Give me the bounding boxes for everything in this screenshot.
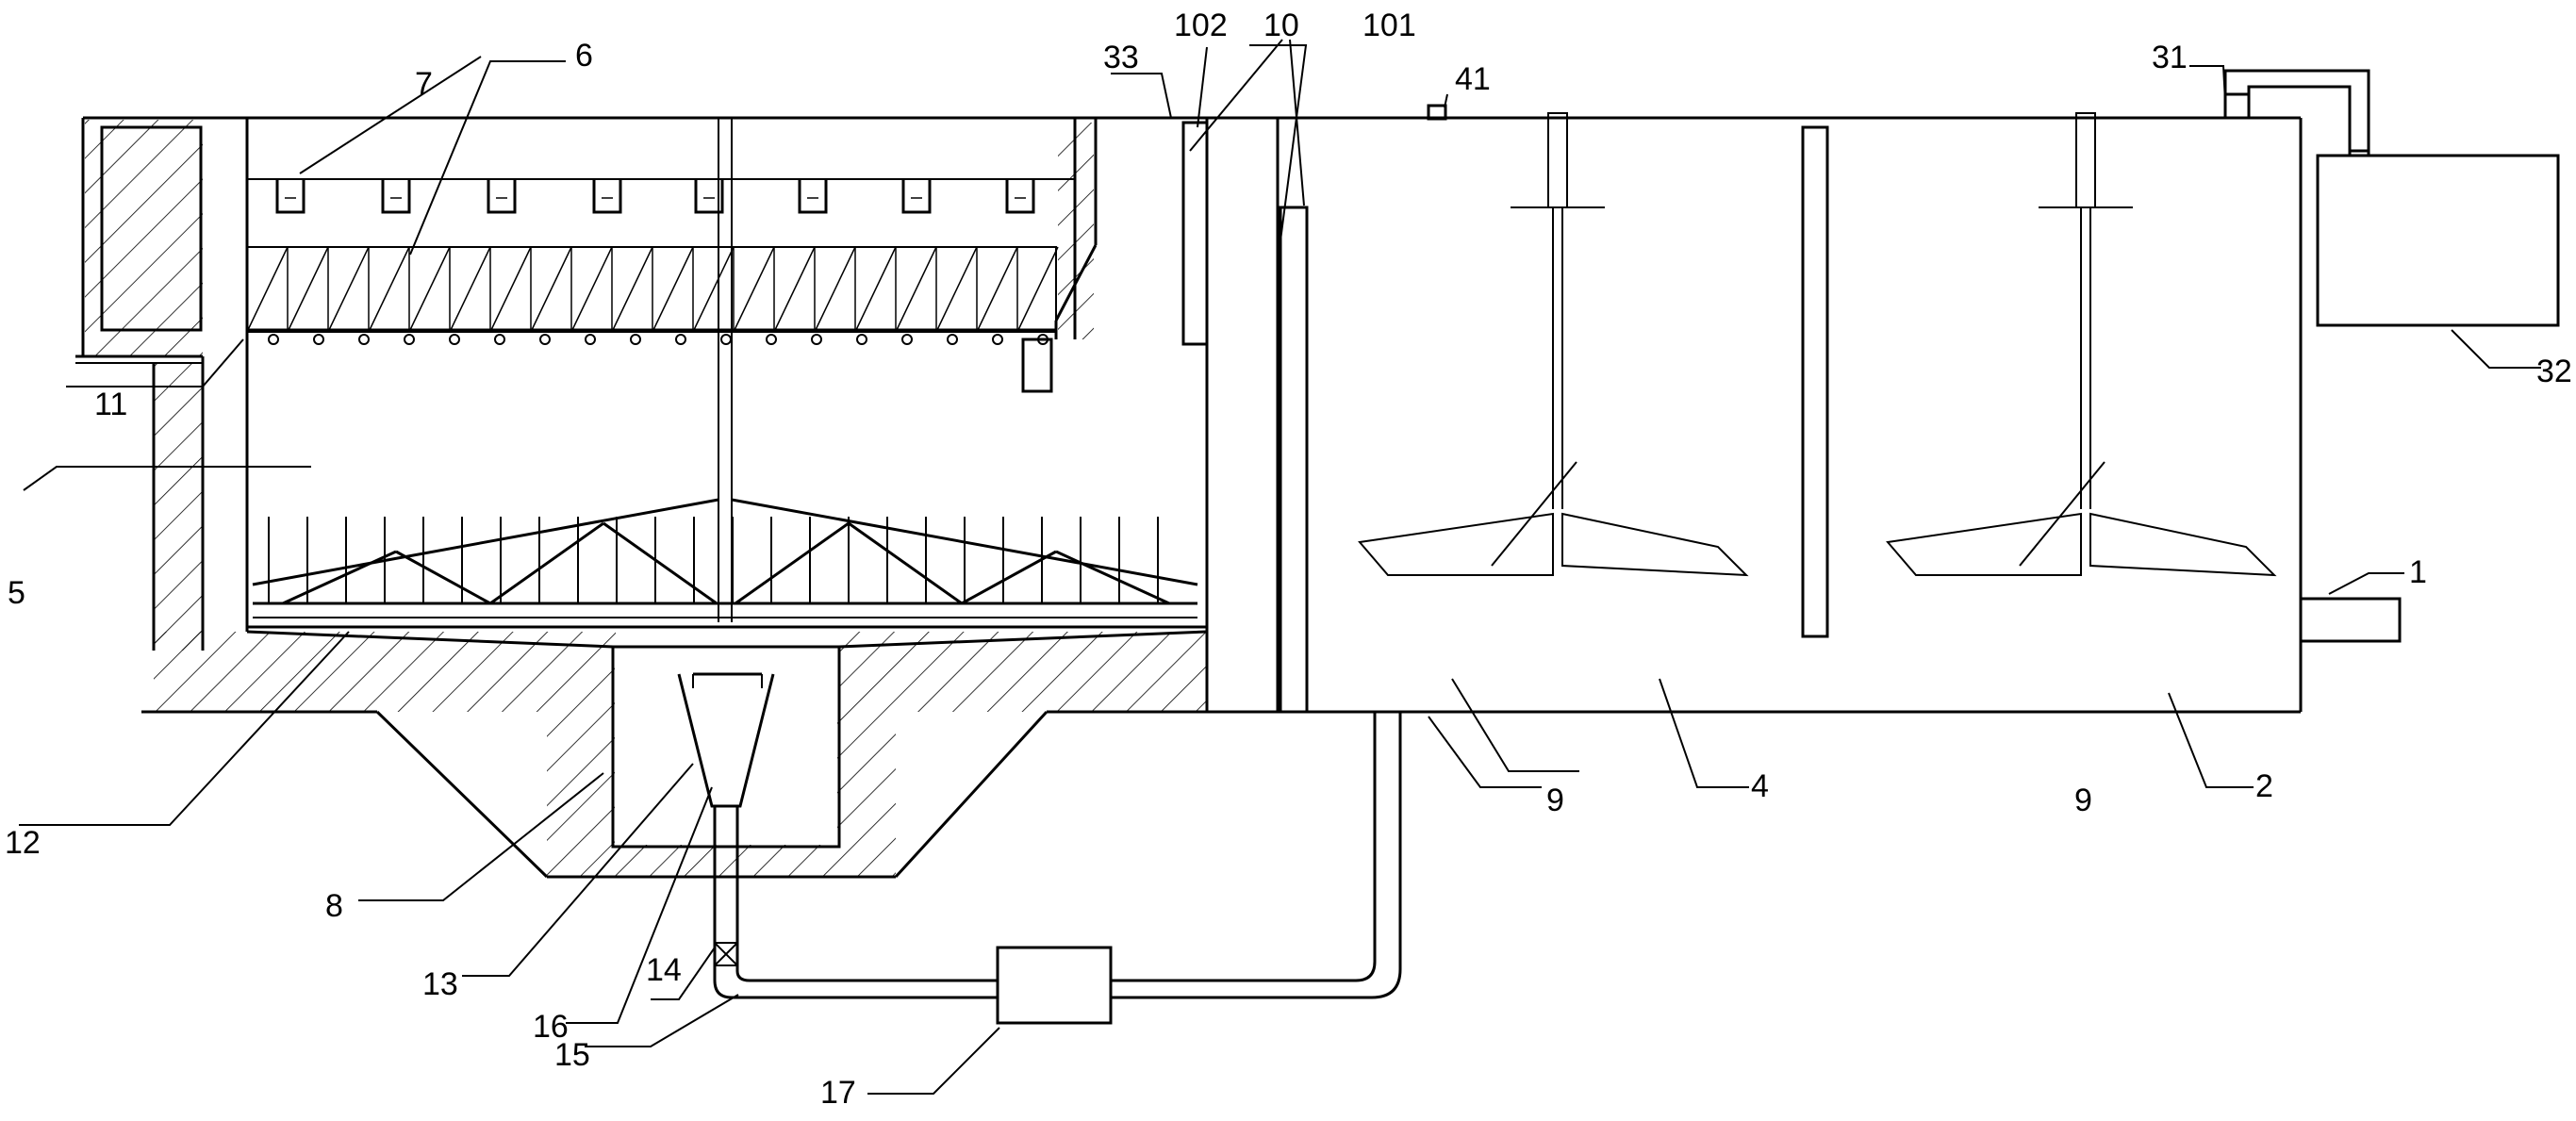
reference-labels: 1 2 4 5 6 7 8 9 9 10 11 12 13 14 15 16 1… [5, 8, 2572, 1111]
distribution-hole [1037, 334, 1049, 345]
label-15: 15 [554, 1037, 590, 1073]
plate-line [449, 246, 491, 333]
trough [275, 179, 305, 214]
trough [694, 179, 724, 214]
distribution-hole [992, 334, 1003, 345]
label-6: 6 [575, 38, 593, 74]
label-8: 8 [325, 888, 343, 924]
distribution-hole [720, 334, 732, 345]
plate-line [570, 246, 613, 333]
plate-line [489, 246, 532, 333]
plate-line [327, 246, 370, 333]
label-33: 33 [1103, 40, 1139, 75]
plate-line [611, 246, 653, 333]
plate-line [246, 246, 289, 333]
mixers [1358, 112, 2277, 577]
plate-line [895, 246, 937, 333]
label-1: 1 [2409, 554, 2427, 590]
plate-line [530, 246, 572, 333]
distribution-hole [947, 334, 958, 345]
plate-line [854, 246, 897, 333]
truss-diagonal [848, 521, 963, 605]
mixer-blade-left [1886, 512, 2082, 576]
truss-diagonal [395, 550, 491, 605]
sedimentation-tank [75, 116, 1402, 1025]
distribution-hole [539, 334, 551, 345]
plate-line [733, 246, 775, 333]
distribution-holes [268, 334, 1049, 345]
reaction-tanks [1207, 69, 2560, 714]
distribution-hole [449, 334, 460, 345]
mixer-brace [2019, 461, 2105, 567]
mixer-motor [1547, 112, 1568, 208]
plate-line [814, 246, 856, 333]
distribution-hole [313, 334, 324, 345]
label-32: 32 [2536, 354, 2572, 389]
label-17: 17 [820, 1075, 856, 1111]
plate-line [368, 246, 410, 333]
mixer-blade-left [1358, 512, 1554, 576]
inclined-plate-pack [246, 246, 1059, 333]
leader-lines [19, 39, 2541, 1095]
distribution-hole [811, 334, 822, 345]
distribution-hole [766, 334, 777, 345]
label-5: 5 [8, 575, 25, 611]
distribution-hole [856, 334, 867, 345]
label-4: 4 [1751, 768, 1769, 804]
label-13: 13 [422, 966, 458, 1002]
label-14: 14 [646, 952, 682, 988]
trough [381, 179, 411, 214]
mixer-brace [1491, 461, 1577, 567]
plate-line [287, 246, 329, 333]
truss-diagonal [603, 521, 718, 605]
truss-diagonal [735, 521, 850, 605]
distribution-hole [494, 334, 505, 345]
trough [901, 179, 932, 214]
trough [798, 179, 828, 214]
distribution-hole [404, 334, 415, 345]
plate-line [773, 246, 816, 333]
mixer-blade-right [1561, 512, 1749, 577]
plate-line [692, 246, 735, 333]
label-41: 41 [1455, 61, 1491, 97]
truss-top-chord-left [252, 498, 719, 586]
distribution-hole [901, 334, 913, 345]
distribution-hole [675, 334, 686, 345]
label-7: 7 [415, 66, 433, 102]
distribution-hole [585, 334, 596, 345]
truss-diagonal [961, 550, 1057, 605]
scraper-truss [252, 498, 1198, 618]
label-12: 12 [5, 825, 41, 861]
distribution-hole [358, 334, 370, 345]
plate-line [976, 246, 1018, 333]
trough [487, 179, 517, 214]
plate-line [652, 246, 694, 333]
distribution-hole [268, 334, 279, 345]
distribution-hole [630, 334, 641, 345]
trough [592, 179, 622, 214]
plate-line [1016, 246, 1059, 333]
collection-troughs [275, 179, 1035, 214]
label-16: 16 [533, 1009, 569, 1045]
label-102: 102 [1174, 8, 1228, 43]
truss-diagonal [1055, 550, 1170, 605]
label-101: 101 [1362, 8, 1416, 43]
mixer-blade-right [2089, 512, 2277, 577]
label-11: 11 [94, 387, 127, 422]
label-31: 31 [2152, 40, 2188, 75]
trough [1005, 179, 1035, 214]
mixer-motor [2075, 112, 2096, 208]
label-2: 2 [2255, 768, 2273, 804]
truss-diagonal [489, 521, 604, 605]
plate-line [408, 246, 451, 333]
label-9-left: 9 [1546, 783, 1564, 818]
plate-line [935, 246, 978, 333]
label-9-right: 9 [2074, 783, 2092, 818]
label-10: 10 [1263, 8, 1299, 43]
truss-diagonal [282, 550, 397, 605]
